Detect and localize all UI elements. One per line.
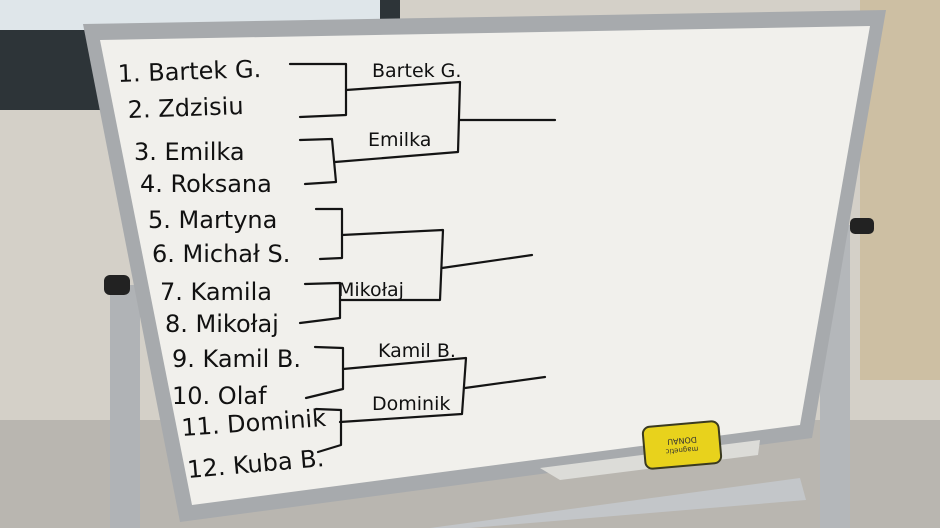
stand-cap-right xyxy=(850,218,874,234)
bracket-line xyxy=(338,228,445,302)
winner-2: Emilka xyxy=(368,129,431,151)
entrant-8: 8. Mikołaj xyxy=(165,310,279,338)
winner-5: Dominik xyxy=(372,393,450,415)
bracket-line xyxy=(333,80,462,164)
magnetic-eraser[interactable]: DONAU magnetic xyxy=(641,420,723,470)
eraser-text: magnetic xyxy=(665,445,699,456)
bracket-lines xyxy=(288,62,557,454)
entrant-9: 9. Kamil B. xyxy=(172,345,301,373)
whiteboard-surface xyxy=(100,26,870,505)
stand-leg-left xyxy=(110,285,140,528)
entrant-4: 4. Roksana xyxy=(140,170,272,198)
entrant-1: 1. Bartek G. xyxy=(117,55,261,88)
stand-cap-left xyxy=(104,275,130,295)
bracket-line xyxy=(314,407,343,454)
entrant-6: 6. Michał S. xyxy=(152,240,290,268)
eraser-brand: DONAU xyxy=(667,435,698,447)
entrant-3: 3. Emilka xyxy=(134,138,245,166)
entrant-10: 10. Olaf xyxy=(172,382,267,410)
bracket-line xyxy=(463,375,547,390)
stand-bar xyxy=(430,478,806,528)
bracket-line xyxy=(298,137,338,186)
winner-3: Mikołaj xyxy=(338,279,404,301)
bracket-line xyxy=(298,281,342,325)
entrant-5: 5. Martyna xyxy=(148,206,277,234)
winner-4: Kamil B. xyxy=(378,340,456,362)
eraser-body xyxy=(641,420,723,470)
round2-names: Bartek G. Emilka Mikołaj Kamil B. Domini… xyxy=(338,60,461,415)
bracket-line xyxy=(314,207,344,261)
winner-1: Bartek G. xyxy=(372,60,461,82)
bracket-line xyxy=(338,356,468,424)
entrant-7: 7. Kamila xyxy=(160,278,272,306)
entrant-2: 2. Zdzisiu xyxy=(127,92,244,124)
bracket-line xyxy=(440,253,534,270)
